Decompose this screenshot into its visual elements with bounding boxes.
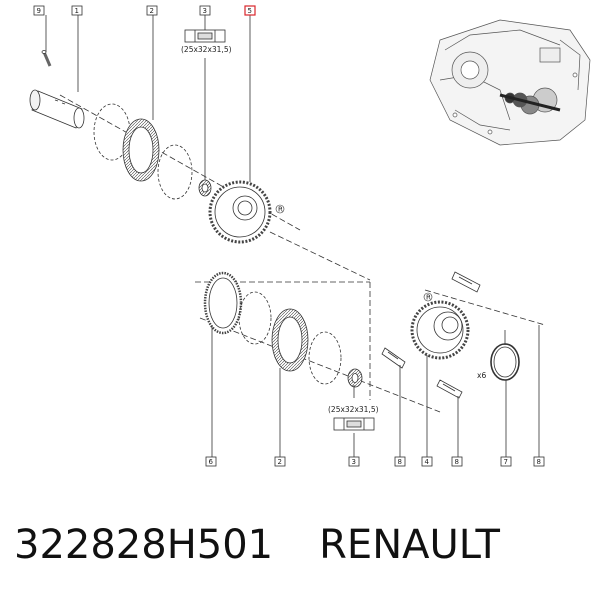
svg-text:2: 2 [278, 458, 282, 466]
needle-bearing-part-3-top [198, 179, 212, 197]
svg-text:4: 4 [425, 458, 430, 466]
shaft-part-1 [29, 89, 85, 129]
callout-8b: 8 [451, 456, 463, 467]
svg-text:3: 3 [352, 458, 356, 466]
svg-text:8: 8 [455, 458, 459, 466]
bearing-dimension-top: (25x32x31,5) [181, 45, 232, 54]
washer-dashed-4 [308, 331, 342, 385]
callout-5-highlighted: 5 [244, 5, 256, 16]
callout-8a: 8 [394, 456, 406, 467]
pin-part-9 [41, 50, 52, 67]
renault-mark-bottom [423, 292, 433, 302]
callout-2a: 2 [146, 5, 158, 16]
renault-mark-bottom-label: R [426, 294, 431, 302]
exploded-parts-diagram: R (25x32x31,5) 9 1 2 3 5 [29, 5, 591, 467]
bottom-assembly: R x6 [195, 231, 546, 457]
brand-name: RENAULT [319, 522, 500, 568]
bearing-symbol-top [184, 29, 226, 43]
renault-mark-top-label: R [278, 206, 283, 214]
bearing-symbol-bottom [333, 417, 375, 431]
part-caption: 322828H501 RENAULT [14, 510, 594, 580]
callout-8c: 8 [533, 456, 545, 467]
svg-text:8: 8 [398, 458, 402, 466]
part-number: 322828H501 [14, 522, 274, 568]
friction-ring-part-2-bottom [271, 308, 309, 372]
gear-part-4 [410, 300, 470, 360]
svg-text:7: 7 [504, 458, 508, 466]
callout-2b: 2 [274, 456, 286, 467]
bearing-dimension-bottom: (25x32x31,5) [328, 405, 379, 414]
svg-text:5: 5 [248, 7, 252, 15]
circlip-part-7 [490, 330, 520, 381]
svg-text:2: 2 [150, 7, 154, 15]
renault-mark-top [275, 204, 285, 214]
svg-text:3: 3 [203, 7, 207, 15]
callout-4: 4 [421, 456, 433, 467]
washer-dashed-3 [238, 291, 272, 345]
callout-6: 6 [205, 456, 217, 467]
callout-7: 7 [500, 456, 512, 467]
bottom-axis-line [199, 317, 441, 413]
friction-ring-part-2-top [122, 118, 160, 182]
key-part-8b [436, 379, 463, 399]
circlip-quantity: x6 [477, 371, 486, 380]
svg-text:9: 9 [37, 7, 41, 15]
callout-1: 1 [71, 5, 83, 16]
top-assembly: R [29, 15, 301, 244]
gear-part-5 [208, 180, 272, 244]
callout-3a: 3 [199, 5, 211, 16]
washer-dashed-2 [157, 144, 193, 200]
gearbox-thumbnail [429, 19, 591, 146]
right-axis-line [424, 289, 546, 326]
bottom-frame-top [269, 231, 371, 281]
callout-9a: 9 [33, 5, 45, 16]
svg-text:8: 8 [537, 458, 541, 466]
needle-bearing-part-3-bottom [347, 368, 363, 388]
key-part-8c [451, 271, 481, 293]
callout-3b: 3 [348, 456, 360, 467]
svg-text:1: 1 [75, 7, 79, 15]
svg-text:6: 6 [209, 458, 214, 466]
key-part-8a [381, 347, 406, 369]
ring-part-6 [203, 271, 243, 335]
